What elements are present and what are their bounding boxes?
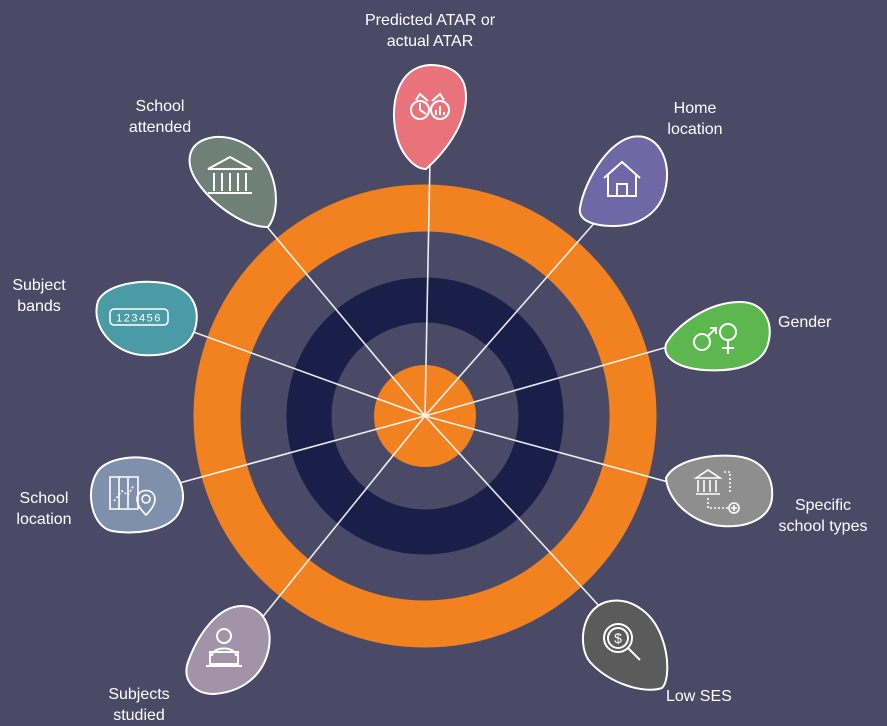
badge-school-location xyxy=(90,456,185,534)
label-gender-line-1: Gender xyxy=(778,314,832,331)
school-building-icon xyxy=(207,155,253,194)
label-low-ses-line-1: Low SES xyxy=(666,688,732,705)
label-bands-line-2: bands xyxy=(17,298,61,315)
map-pin-icon xyxy=(109,476,156,517)
label-atar: Predicted ATAR or actual ATAR xyxy=(330,10,530,52)
label-school-location-line-1: School xyxy=(19,490,69,507)
label-bands-line-1: Subject xyxy=(12,277,66,294)
band-numbers: 123456 xyxy=(116,313,162,325)
spoke-low-ses xyxy=(424,415,613,621)
svg-text:$: $ xyxy=(614,630,622,646)
person-laptop-icon xyxy=(206,628,242,667)
badge-subjects xyxy=(185,604,271,696)
badge-home xyxy=(578,135,668,228)
label-home: Home location xyxy=(650,98,740,140)
badge-shape-gender xyxy=(664,300,771,372)
label-bands: Subject bands xyxy=(4,275,74,317)
badge-low-ses: $ xyxy=(581,599,669,691)
spoke-subjects xyxy=(243,415,426,641)
gender-symbols-icon xyxy=(693,323,737,354)
badge-bands: 123456 xyxy=(95,280,198,357)
inner-ring xyxy=(286,277,564,555)
spoke-school-location xyxy=(149,415,426,492)
house-icon xyxy=(603,160,641,197)
label-atar-line-1: Predicted ATAR or xyxy=(364,12,496,29)
badge-shape-subjects xyxy=(185,604,271,696)
binoculars-chart-icon xyxy=(410,92,450,120)
badge-atar xyxy=(393,63,468,171)
outer-ring xyxy=(193,184,657,648)
label-gender: Gender xyxy=(778,312,868,333)
spoke-atar xyxy=(424,159,431,417)
spoke-gender xyxy=(424,339,693,417)
label-home-line-2: location xyxy=(667,121,723,138)
label-school-types: Specific school types xyxy=(762,495,884,537)
numbers-123456-icon: 123456 xyxy=(109,308,169,326)
dollar-search-icon: $ xyxy=(603,623,641,661)
label-home-line-1: Home xyxy=(673,100,717,117)
spoke-school-attended xyxy=(237,191,426,417)
spoke-bands xyxy=(154,317,426,417)
label-school-attended-line-1: School xyxy=(135,98,185,115)
badge-shape-school-location xyxy=(90,456,185,534)
label-low-ses: Low SES xyxy=(666,686,766,707)
badge-school-attended xyxy=(188,135,277,229)
spoke-home xyxy=(424,211,605,417)
label-subjects: Subjects studied xyxy=(94,684,184,726)
badge-school-types xyxy=(664,454,774,528)
label-school-attended: School attended xyxy=(110,96,210,138)
badge-shape-home xyxy=(578,135,668,228)
badge-shape-atar xyxy=(393,63,468,171)
badge-gender xyxy=(664,300,771,372)
label-atar-line-2: actual ATAR xyxy=(386,33,474,50)
label-school-attended-line-2: attended xyxy=(128,119,192,136)
school-add-icon xyxy=(693,469,740,514)
label-school-types-line-1: Specific xyxy=(794,497,852,514)
label-school-types-line-2: school types xyxy=(778,518,868,535)
badge-shape-bands xyxy=(95,280,198,357)
spokes xyxy=(149,159,695,641)
badge-shape-school-types xyxy=(664,454,774,528)
label-school-location-line-2: location xyxy=(16,511,72,528)
badge-shape-school-attended xyxy=(188,135,277,229)
label-subjects-line-2: studied xyxy=(113,707,165,724)
label-subjects-line-1: Subjects xyxy=(108,686,170,703)
label-school-location: School location xyxy=(4,488,84,530)
spoke-school-types xyxy=(424,415,695,490)
